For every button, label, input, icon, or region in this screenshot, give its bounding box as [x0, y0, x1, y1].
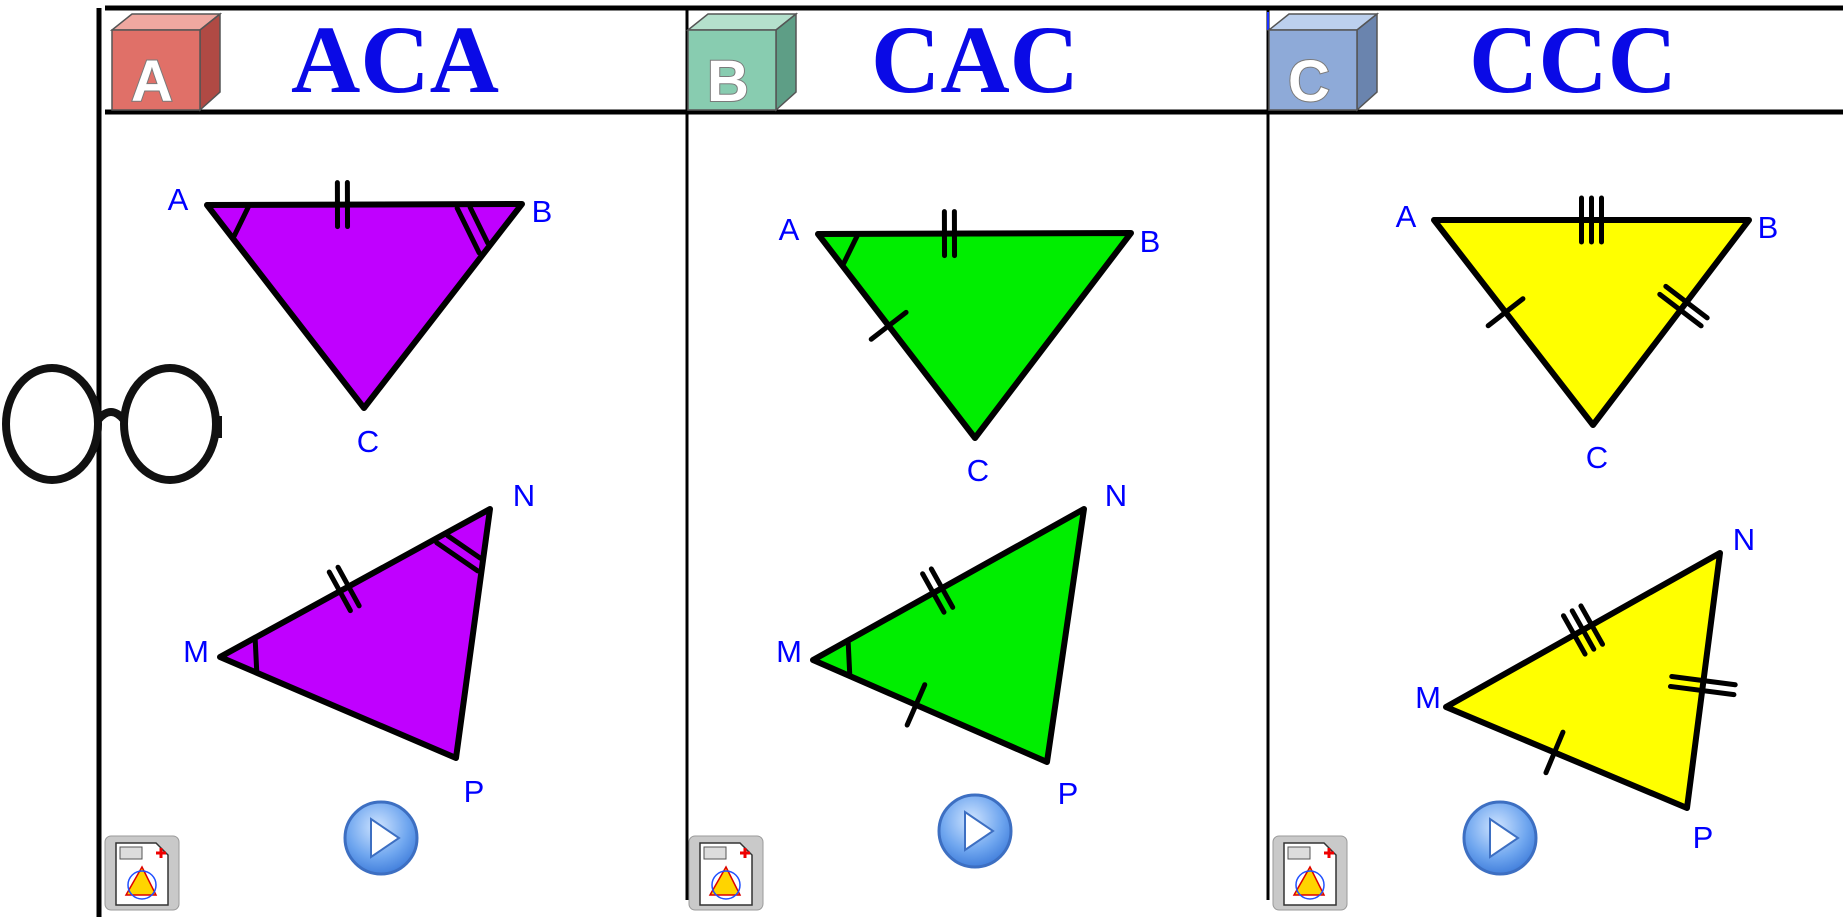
side-tick: [1669, 674, 1738, 688]
play-button[interactable]: [1462, 800, 1538, 876]
triangle-mnp-shape: [810, 506, 1087, 765]
vertex-label-c: C: [357, 424, 379, 459]
vertex-label-b: B: [1140, 224, 1161, 259]
side-tick: [1485, 296, 1526, 329]
side-tick: [1569, 608, 1597, 652]
panel-a: A ACA A B C M N P: [104, 6, 553, 911]
triangle-abc-shape: [1431, 217, 1752, 428]
vertex-label-n: N: [1105, 478, 1127, 513]
vertex-label-a: A: [168, 182, 189, 217]
frame: [96, 5, 1843, 917]
cube-front: [687, 29, 777, 111]
side-tick: [920, 571, 947, 615]
cube-side: [1356, 12, 1378, 112]
glasses-icon: [2, 364, 222, 484]
vertex-label-a: A: [779, 212, 800, 247]
angle-mark: [467, 204, 491, 246]
vertex-label-a: A: [1396, 199, 1417, 234]
file-icon-circle[interactable]: [127, 870, 157, 900]
side-tick: [904, 682, 928, 728]
panel-b: B CAC A B C M N P: [685, 6, 1161, 911]
vertex-label-m: M: [1415, 680, 1441, 715]
file-icon-tag[interactable]: [703, 846, 727, 860]
vertex-label-c: C: [1586, 440, 1608, 475]
triangle-abc: A B C: [168, 180, 553, 459]
cube-side: [199, 12, 221, 112]
vertex-label-n: N: [513, 478, 535, 513]
play-button[interactable]: [937, 793, 1013, 869]
panel-title: CAC: [871, 6, 1079, 113]
side-tick: [868, 309, 909, 342]
side-tick: [1543, 729, 1566, 776]
cube-letter: A: [131, 49, 173, 114]
vertex-label-m: M: [183, 634, 209, 669]
geometry-file-icon[interactable]: [104, 835, 180, 911]
triangle-mnp: M N P: [776, 478, 1127, 811]
side-tick: [1657, 291, 1704, 329]
vertex-label-p: P: [1058, 776, 1079, 811]
cube-c-icon: C: [1266, 12, 1380, 115]
angle-mark: [454, 205, 482, 256]
triangle-mnp-shape: [217, 506, 493, 761]
side-tick: [326, 569, 353, 614]
cube-front: [111, 29, 201, 111]
angle-mark: [231, 204, 251, 239]
triangle-abc: A B C: [1396, 195, 1779, 475]
vertex-label-m: M: [776, 634, 802, 669]
file-icon-tag[interactable]: [1287, 846, 1311, 860]
file-icon-tag[interactable]: [119, 846, 143, 860]
panel-title: ACA: [291, 6, 499, 113]
side-tick: [1663, 283, 1710, 321]
geometry-file-icon[interactable]: [688, 835, 764, 911]
vertex-label-b: B: [532, 194, 553, 229]
triangle-abc-shape: [815, 230, 1134, 441]
side-tick: [1578, 603, 1605, 647]
triangle-mnp: M N P: [183, 478, 535, 809]
file-icon-triangle[interactable]: [1292, 865, 1326, 896]
side-tick: [1561, 613, 1588, 657]
side-tick: [1667, 683, 1737, 698]
cube-letter: B: [707, 49, 749, 114]
triangle-mnp: M N P: [1415, 522, 1755, 855]
cube-side: [775, 12, 797, 112]
play-button[interactable]: [343, 800, 419, 876]
vertex-label-p: P: [464, 774, 485, 809]
cube-b-icon: B: [685, 12, 799, 115]
file-icon-triangle[interactable]: [708, 865, 742, 896]
vertex-label-b: B: [1758, 210, 1779, 245]
cube-a-icon: A: [109, 12, 223, 115]
angle-mark: [434, 540, 481, 574]
cube-letter: C: [1288, 49, 1330, 114]
triangle-abc-shape: [204, 201, 525, 411]
cube-front: [1268, 29, 1358, 111]
triangle-mnp-shape: [1443, 550, 1723, 811]
side-tick: [335, 564, 362, 609]
play-icon[interactable]: [964, 810, 995, 852]
file-icon-triangle[interactable]: [124, 865, 158, 896]
angle-mark: [252, 637, 260, 673]
vertex-label-p: P: [1693, 820, 1714, 855]
file-icon-circle[interactable]: [711, 870, 741, 900]
play-icon[interactable]: [1489, 817, 1520, 859]
vertex-label-n: N: [1733, 522, 1755, 557]
geometry-file-icon[interactable]: [1272, 835, 1348, 911]
angle-mark: [845, 640, 853, 676]
angle-mark: [841, 233, 860, 266]
panel-title: CCC: [1469, 6, 1677, 113]
triangle-abc: A B C: [779, 209, 1161, 488]
play-icon[interactable]: [370, 817, 401, 859]
file-icon-circle[interactable]: [1295, 870, 1325, 900]
vertex-label-c: C: [967, 453, 989, 488]
side-tick: [928, 566, 956, 610]
angle-mark: [445, 533, 483, 561]
